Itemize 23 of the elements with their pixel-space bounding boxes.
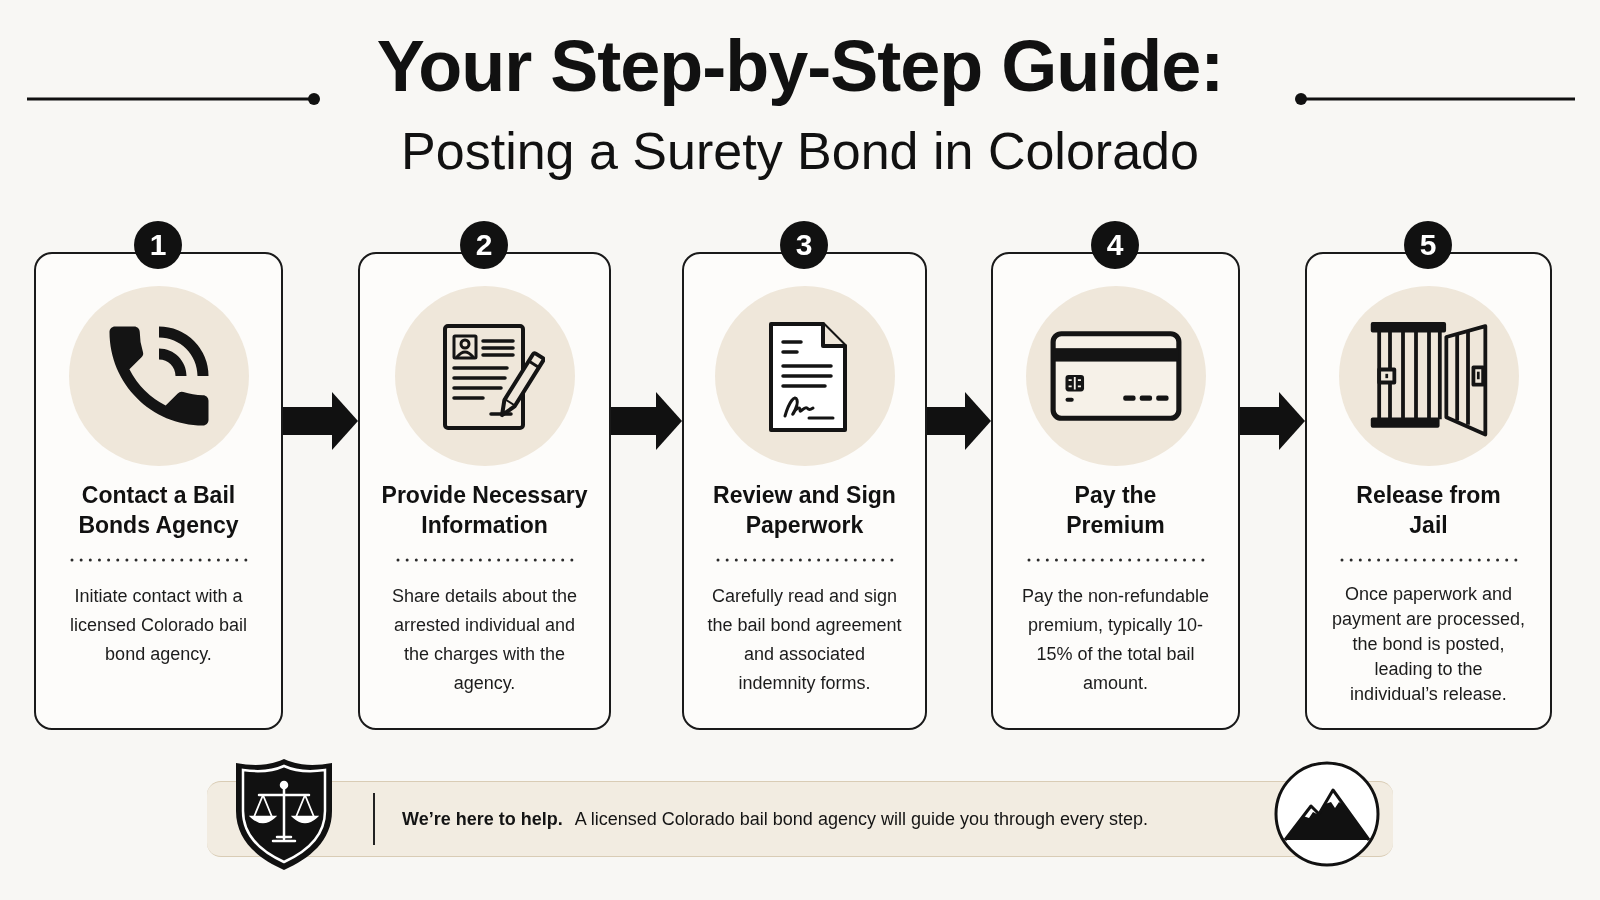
step-description: Once paperwork and payment are processed, the bond is posted, leading to the individual’s release. (1330, 583, 1527, 706)
step-title: Review and Sign Paperwork (712, 481, 897, 540)
arrow (611, 392, 682, 450)
step-number: 4 (1091, 221, 1139, 269)
step-number: 3 (780, 221, 828, 269)
step-description: Share details about the arrested individual and the charges with the agency. (390, 585, 579, 695)
banner-text: A licensed Colorado bail bond agency will guide you through every step. (574, 807, 1149, 831)
step-number: 5 (1404, 221, 1452, 269)
arrow (927, 392, 991, 450)
banner-heading: We’re here to help. (402, 807, 563, 831)
step-title: Provide Necessary Information (380, 481, 589, 540)
step-description: Initiate contact with a licensed Colorado bail bond agency. (68, 585, 249, 666)
title: Your Step-by-Step Guide: (376, 25, 1224, 108)
subtitle: Posting a Surety Bond in Colorado (401, 121, 1199, 182)
step-number: 1 (134, 221, 182, 269)
arrow (1240, 392, 1305, 450)
step-title: Pay the Premium (1065, 481, 1166, 540)
arrow (283, 392, 358, 450)
step-number: 2 (460, 221, 508, 269)
step-description: Pay the non-refundable premium, typically 10-15% of the total bail amount. (1020, 585, 1211, 695)
step-title: Release from Jail (1355, 481, 1502, 540)
step-description: Carefully read and sign the bail bond agreement and associated indemnity forms. (706, 585, 903, 695)
step-title: Contact a Bail Bonds Agency (77, 481, 240, 540)
